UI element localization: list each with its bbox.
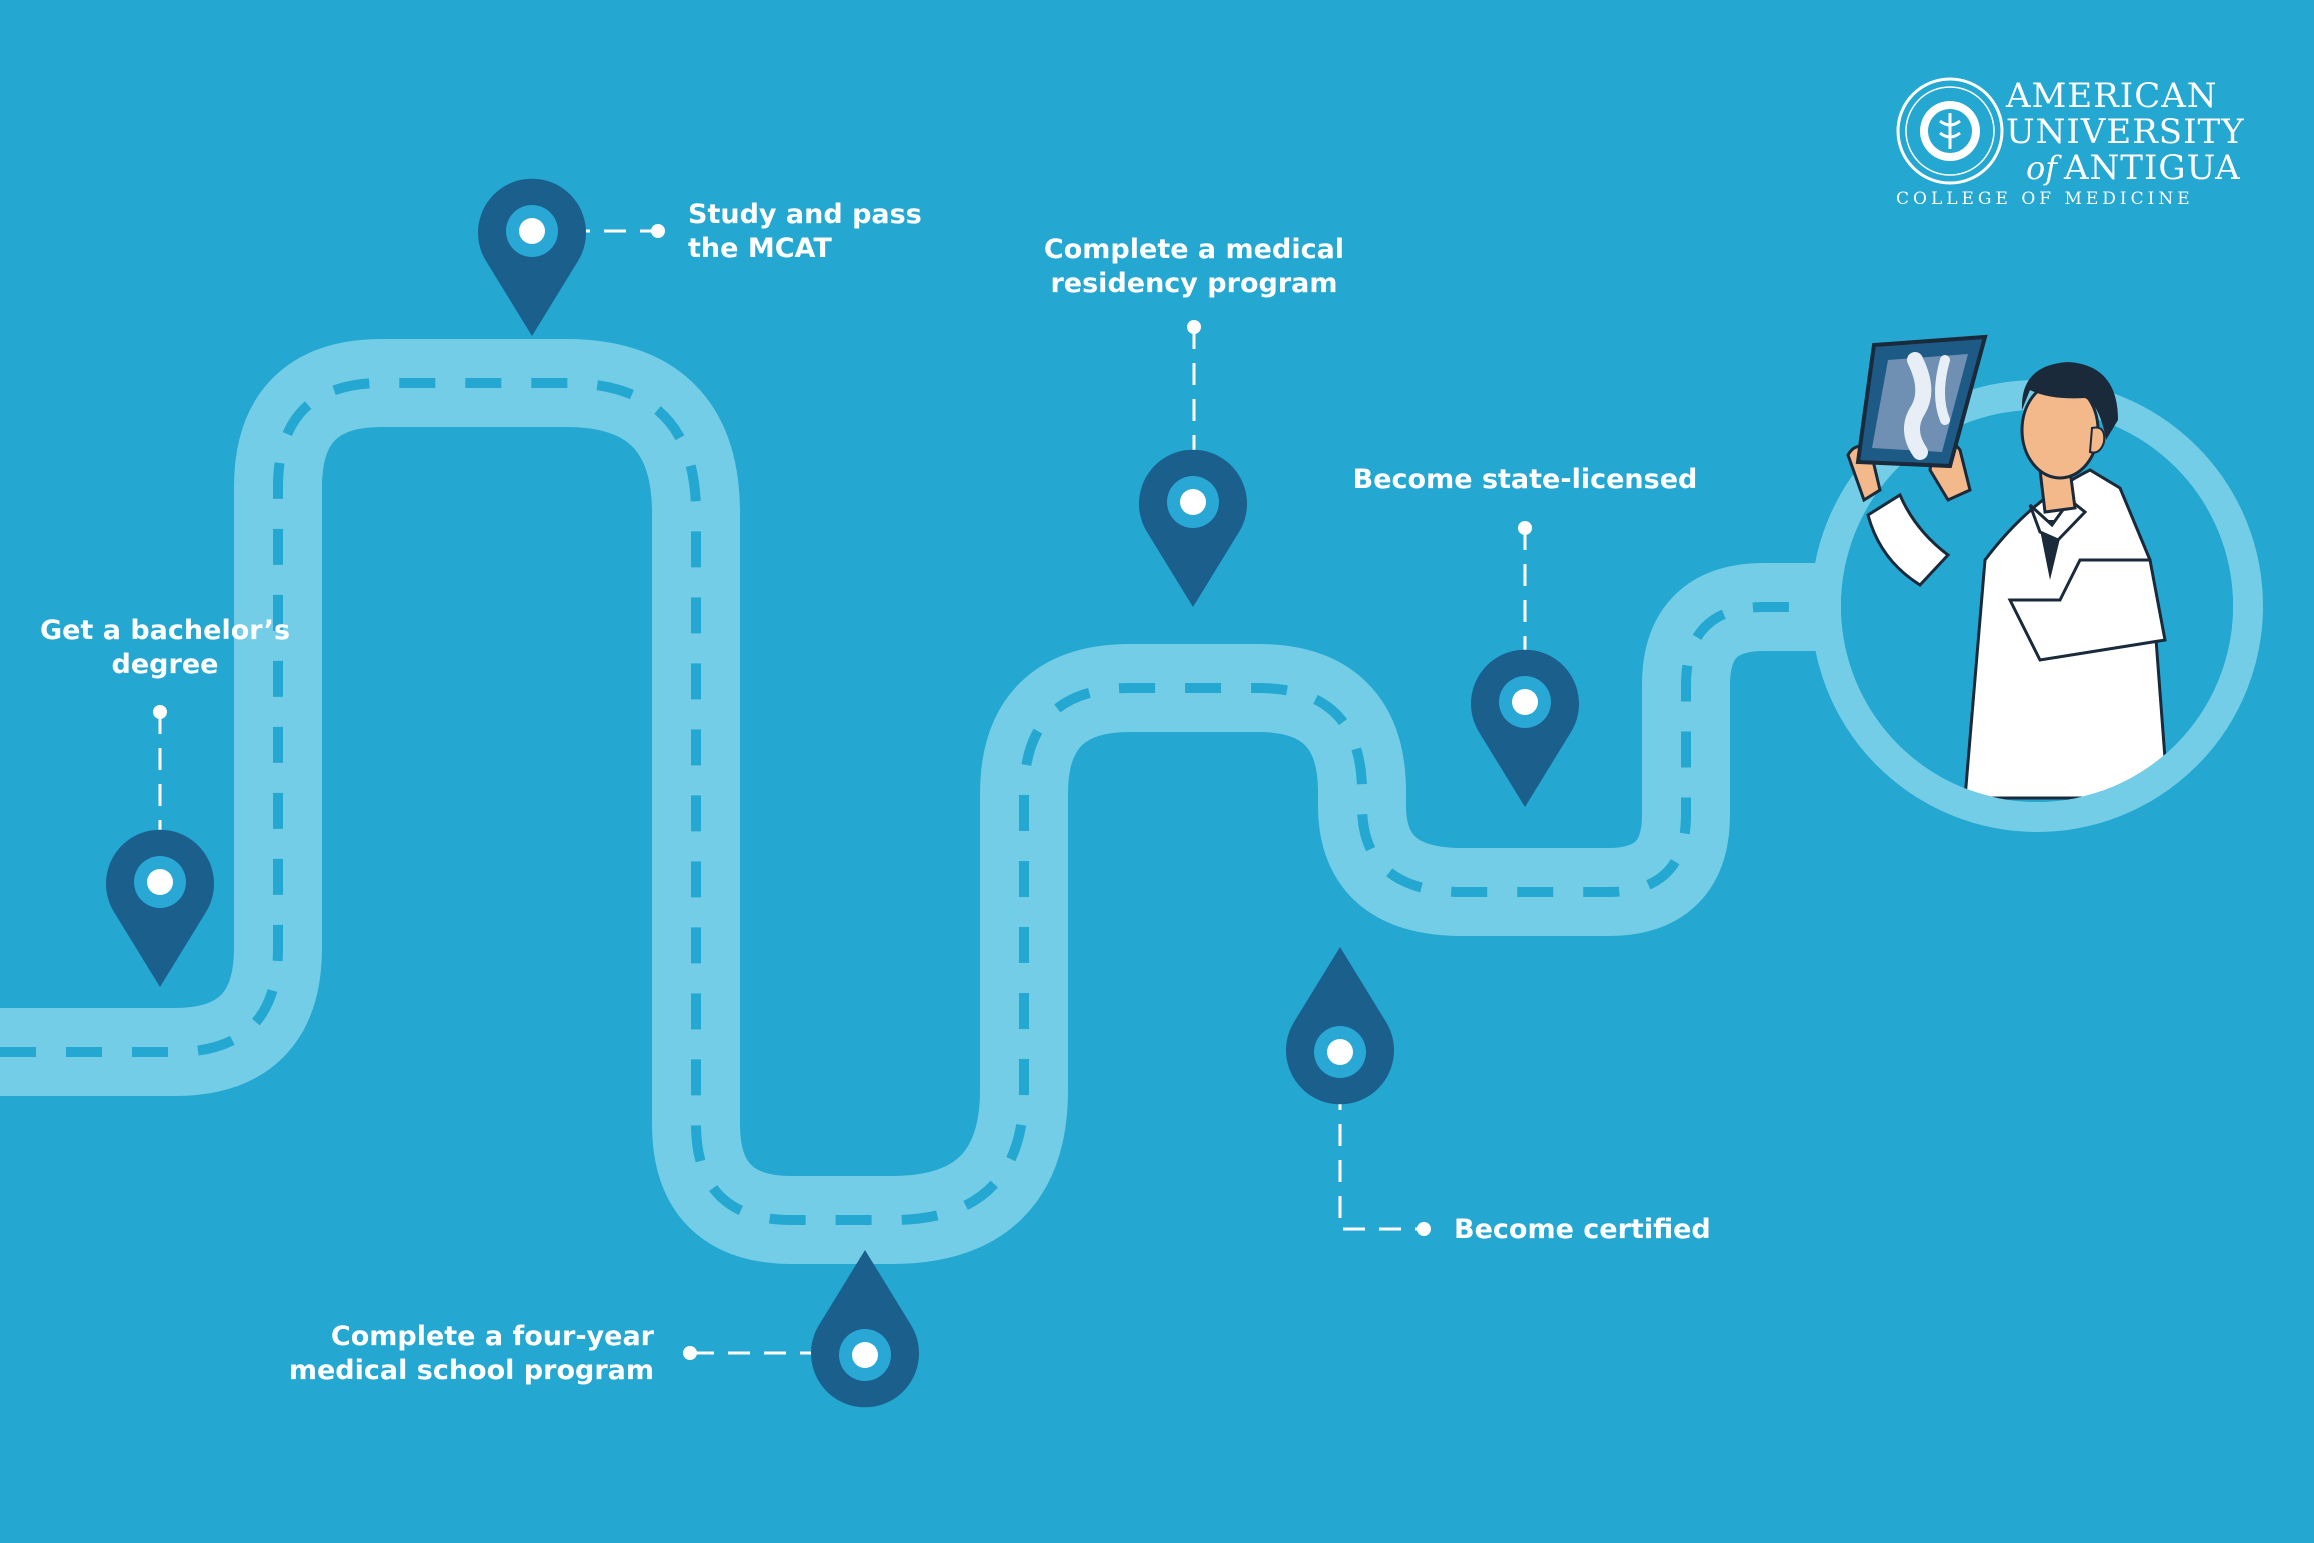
- road-center-dashes: [0, 378, 1790, 1225]
- brand-line-3: ANTIGUA: [2064, 148, 2241, 188]
- brand-line-1: AMERICAN: [2006, 76, 2218, 116]
- location-pin-icon: [1139, 449, 1247, 607]
- location-pin-icon: [1286, 947, 1394, 1105]
- milestone-label-med-school: Complete a four-year medical school prog…: [288, 1321, 654, 1386]
- brand-line-4: COLLEGE OF MEDICINE: [1896, 189, 2194, 209]
- connector-dot-bachelor: [153, 705, 167, 719]
- location-pin-icon: [106, 829, 214, 987]
- location-pin-icon: [1471, 649, 1579, 807]
- location-pin-icon: [478, 178, 586, 336]
- brand-line-2: UNIVERSITY: [2006, 112, 2245, 152]
- milestone-label-bachelor: Get a bachelor’s degree: [39, 615, 291, 680]
- university-seal-icon: [1896, 77, 2004, 185]
- university-logo: AMERICAN UNIVERSITY of ANTIGUA COLLEGE O…: [1894, 76, 2244, 213]
- doctor-coat-arm-left: [1866, 492, 1951, 587]
- road: [0, 339, 2263, 1264]
- brand-line-3-of: of: [2026, 149, 2058, 187]
- location-pin-icon: [811, 1250, 919, 1408]
- xray-film-icon: [1855, 334, 1988, 469]
- milestone-label-certified: Become certified: [1454, 1214, 1711, 1245]
- connector-dot-mcat: [651, 224, 665, 238]
- connector-end-dots: [153, 224, 1532, 1360]
- connector-certified: [1338, 1052, 1422, 1231]
- connector-dot-licensed: [1518, 521, 1532, 535]
- connector-dot-certified: [1417, 1222, 1431, 1236]
- milestone-label-mcat: Study and pass the MCAT: [688, 199, 922, 264]
- milestone-label-licensed: Become state-licensed: [1352, 464, 1698, 495]
- doctor-illustration: [1846, 334, 2170, 800]
- doctor-coat-arm-right: [2007, 558, 2167, 662]
- doctor-ear: [2088, 426, 2106, 454]
- milestone-label-residency: Complete a medical residency program: [1043, 234, 1345, 299]
- doctor-hair: [2021, 362, 2118, 440]
- connector-dot-med-school: [683, 1346, 697, 1360]
- connector-dot-residency: [1187, 320, 1201, 334]
